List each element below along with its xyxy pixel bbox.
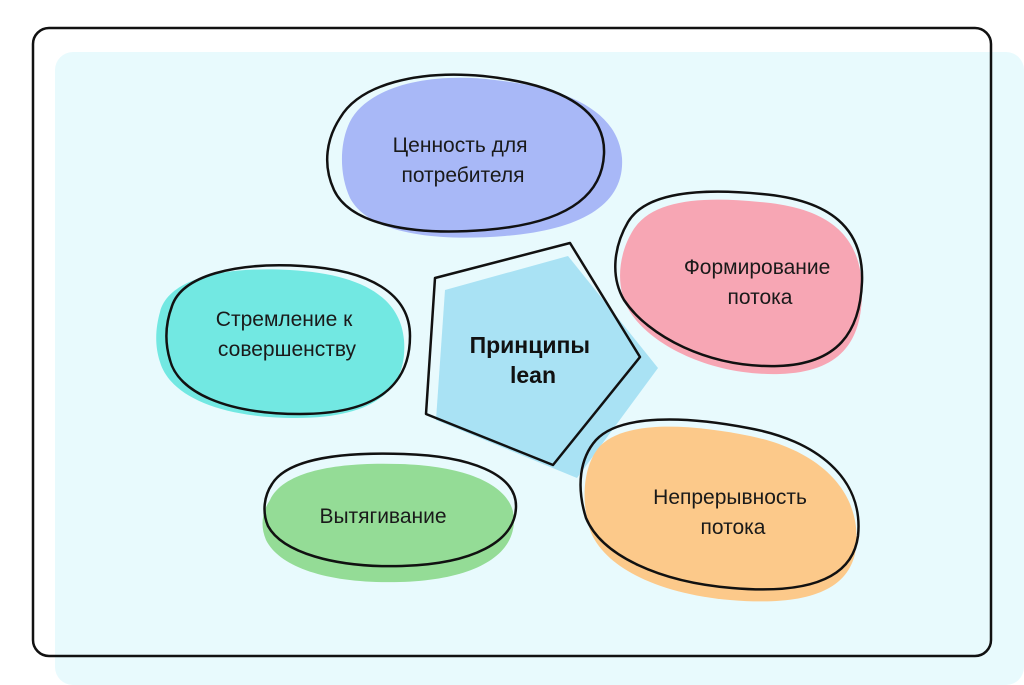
node-continuous-flow-line-1: Непрерывность: [653, 486, 807, 509]
center-label: Принципы lean: [470, 332, 597, 388]
center-pentagon-fill: [436, 256, 658, 478]
node-continuous-flow-outline: [579, 418, 860, 591]
node-perfection-label: Стремление к совершенству: [216, 308, 358, 361]
node-continuous-flow-blob: [584, 426, 857, 602]
node-pull-outline: [263, 452, 518, 568]
node-flow-forming-blob: [620, 199, 862, 375]
node-continuous-flow: Непрерывность потока: [579, 418, 860, 602]
node-flow-forming: Формирование потока: [614, 190, 864, 375]
node-pull-blob: [262, 463, 514, 583]
node-value-label: Ценность для потребителя: [393, 134, 534, 187]
outer-frame: [31, 26, 993, 658]
center-pentagon-outline: [424, 241, 642, 467]
center-label-line-2: lean: [510, 362, 556, 388]
node-pull-line-1: Вытягивание: [319, 505, 446, 528]
node-pull-label: Вытягивание: [319, 505, 446, 528]
node-value-line-1: Ценность для: [393, 134, 528, 157]
node-pull: Вытягивание: [262, 452, 518, 583]
node-flow-forming-line-2: потока: [728, 286, 793, 309]
node-perfection-line-1: Стремление к: [216, 308, 353, 331]
node-perfection-outline: [165, 264, 412, 416]
node-flow-forming-line-1: Формирование: [684, 256, 830, 279]
node-continuous-flow-line-2: потока: [701, 516, 766, 539]
center-node: Принципы lean: [424, 241, 658, 478]
node-value-blob: [341, 77, 623, 238]
node-perfection: Стремление к совершенству: [156, 264, 412, 418]
node-flow-forming-outline: [614, 190, 864, 368]
node-value-line-2: потребителя: [401, 164, 524, 187]
node-value-outline: [326, 73, 606, 233]
node-flow-forming-label: Формирование потока: [684, 256, 836, 309]
node-perfection-blob: [156, 269, 405, 418]
node-continuous-flow-label: Непрерывность потока: [653, 486, 813, 539]
node-value: Ценность для потребителя: [326, 73, 623, 238]
node-perfection-line-2: совершенству: [218, 338, 357, 361]
center-label-line-1: Принципы: [470, 332, 590, 358]
